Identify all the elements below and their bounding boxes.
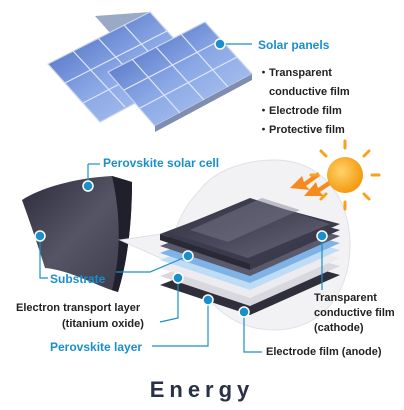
perovskite-layer-label: Perovskite layer <box>50 340 143 354</box>
stack-leader-lines <box>116 230 328 353</box>
solar-panels-marker <box>214 38 226 50</box>
sun-icon <box>309 139 381 211</box>
panel-layer-item: conductive film <box>269 86 350 98</box>
panel-layer-item: Transparent <box>258 64 350 83</box>
substrate-marker <box>34 230 46 242</box>
layer-stack <box>160 172 340 315</box>
panel-layer-item: Protective film <box>258 121 350 140</box>
panel-layer-list: Transparent conductive film Electrode fi… <box>258 64 350 140</box>
transparent-film-label: Transparent <box>314 292 377 304</box>
panel-layer-item: Electrode film <box>258 102 350 121</box>
flexible-cell-illustration <box>22 163 132 292</box>
electrode-anode-label: Electrode film (anode) <box>266 346 382 358</box>
electron-transport-sublabel: (titanium oxide) <box>62 318 144 330</box>
substrate-label: Substrate <box>50 272 106 286</box>
solar-panels-label: Solar panels <box>258 38 330 52</box>
energy-caption: Energy <box>149 377 255 402</box>
transparent-film-label-2: conductive film <box>314 307 395 319</box>
solar-panels-illustration <box>47 11 253 132</box>
perovskite-cell-marker <box>82 180 94 192</box>
electron-transport-label: Electron transport layer <box>16 302 141 314</box>
cathode-label: (cathode) <box>314 322 364 334</box>
perovskite-cell-label: Perovskite solar cell <box>103 156 220 170</box>
